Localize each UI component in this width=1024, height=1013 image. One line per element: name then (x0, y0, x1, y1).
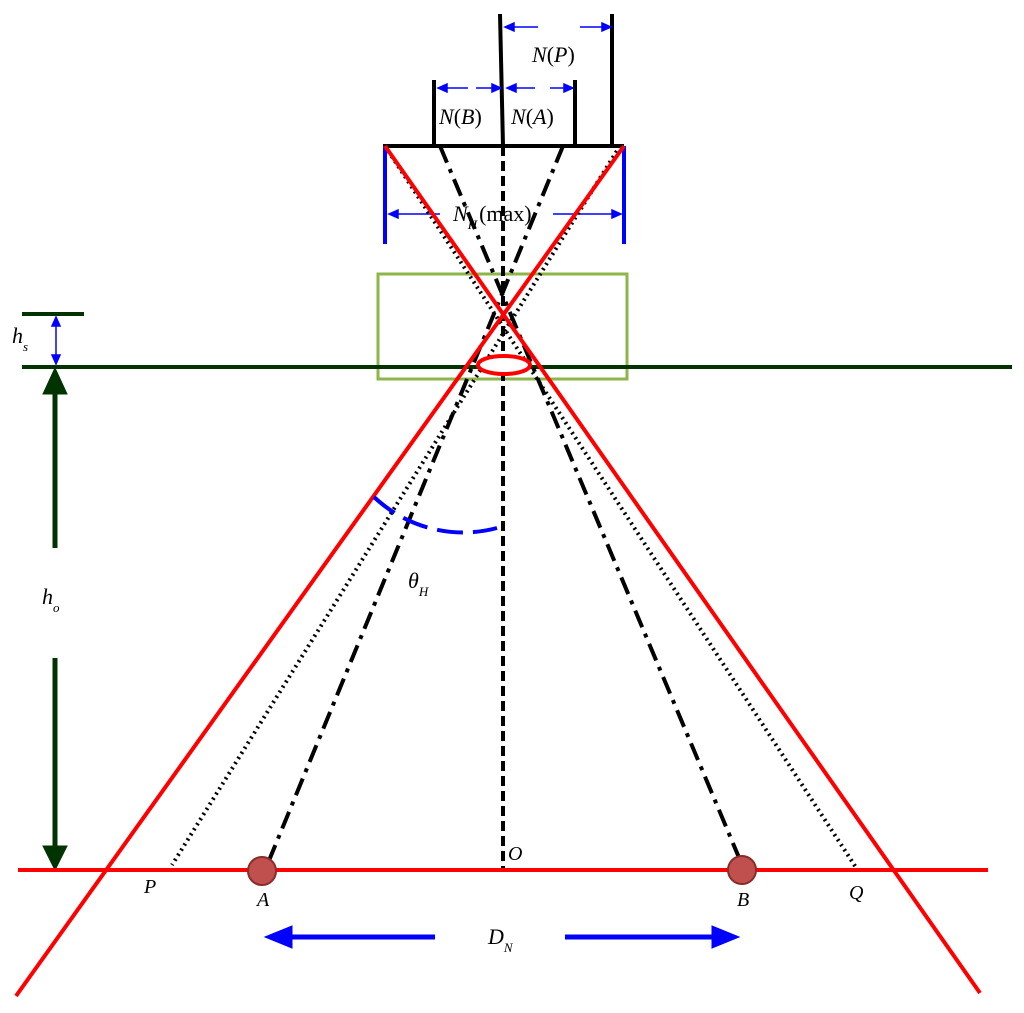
dim-arrow-np (503, 21, 613, 33)
marker-a (247, 856, 277, 886)
label-theta-h: θH (408, 568, 429, 599)
label-p: P (143, 876, 156, 898)
dim-arrow-na (505, 82, 575, 94)
label-dn: DN (487, 924, 514, 955)
label-np: N(P) (531, 42, 575, 67)
hs-arrow (50, 315, 62, 366)
dim-arrow-nb (436, 82, 503, 94)
dashdot-ray-a (266, 145, 565, 864)
fov-ray-left (14, 144, 626, 998)
lens-ellipse (476, 354, 532, 376)
ho-arrow (42, 366, 68, 872)
tick-center (498, 13, 505, 147)
dotted-ray-q (383, 144, 859, 871)
marker-b (727, 855, 757, 885)
label-b: B (737, 889, 749, 911)
fov-ray-right (383, 144, 982, 995)
label-o: O (508, 843, 522, 865)
label-ho: ho (42, 584, 60, 615)
label-nb: N(B) (438, 104, 482, 129)
dotted-ray-p (170, 144, 622, 867)
dashdot-ray-b (438, 145, 742, 861)
label-na: N(A) (510, 104, 554, 129)
angle-arc-theta (372, 495, 498, 535)
label-hs: hs (12, 323, 28, 354)
label-nh-max: NH(max) (452, 201, 532, 232)
label-q: Q (849, 882, 864, 904)
label-a: A (255, 889, 270, 911)
dn-arrow (263, 925, 741, 949)
